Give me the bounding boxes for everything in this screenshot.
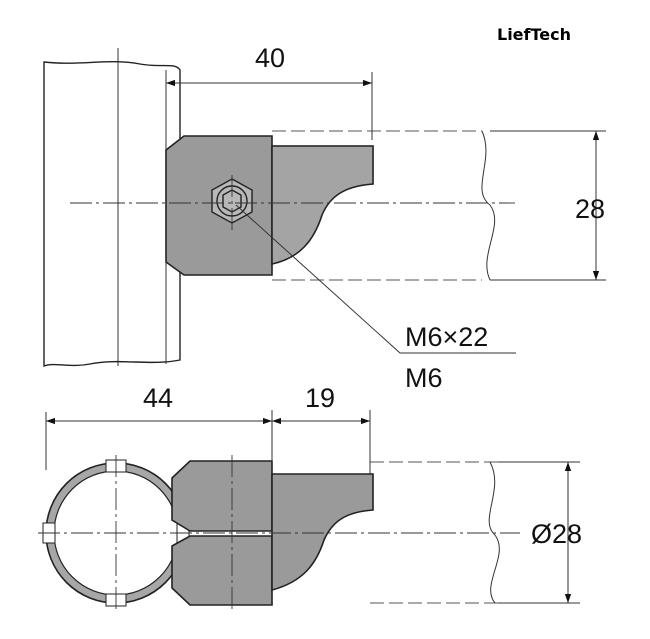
dim-bottom-width: 44: [143, 383, 173, 413]
connector-insert-bottom: [271, 473, 374, 592]
bottom-view: 44 19 Ø28: [38, 383, 582, 612]
connector-section-left-lower: [171, 535, 273, 606]
label-thread: M6: [405, 363, 443, 393]
brand-logo: LiefTech: [497, 25, 571, 44]
top-view: 40 28 M6×22 M6: [43, 43, 606, 393]
upright-tube: [43, 60, 181, 367]
dim-top-height: 28: [575, 194, 605, 224]
connector-insert: [271, 145, 374, 265]
dim-tube-diameter: Ø28: [531, 519, 582, 549]
dim-bottom-depth: 19: [305, 383, 335, 413]
dim-top-width: 40: [255, 43, 285, 73]
connector-section-left: [171, 460, 273, 532]
label-screw-size: M6×22: [405, 322, 488, 352]
